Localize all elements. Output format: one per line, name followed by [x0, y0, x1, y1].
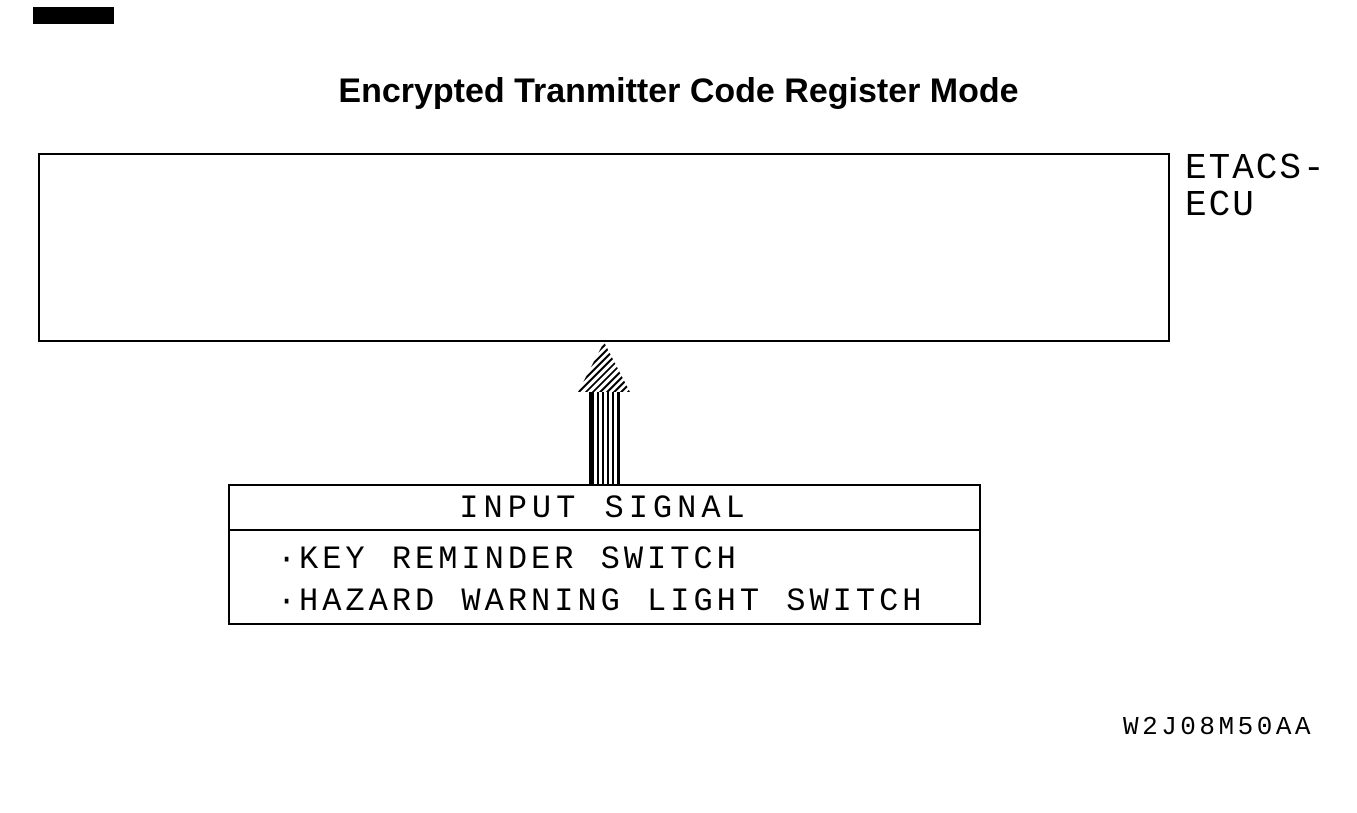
up-arrow-icon	[578, 342, 630, 392]
etacs-ecu-label-line2: ECU	[1185, 185, 1256, 226]
bullet-icon: ·	[277, 583, 301, 620]
list-item-label: KEY REMINDER SWITCH	[299, 541, 740, 578]
list-item: · HAZARD WARNING LIGHT SWITCH	[277, 581, 979, 623]
etacs-ecu-label: ETACS- ECU	[1185, 150, 1327, 224]
input-signal-item-list: · KEY REMINDER SWITCH · HAZARD WARNING L…	[230, 531, 979, 623]
list-item: · KEY REMINDER SWITCH	[277, 539, 979, 581]
figure-code: W2J08M50AA	[1123, 712, 1315, 742]
list-item-label: HAZARD WARNING LIGHT SWITCH	[299, 583, 926, 620]
up-arrow-shaft	[589, 391, 620, 484]
etacs-ecu-label-line1: ETACS-	[1185, 148, 1327, 189]
bullet-icon: ·	[277, 541, 301, 578]
scan-artifact-bar	[33, 7, 114, 24]
input-signal-header: INPUT SIGNAL	[230, 486, 979, 531]
etacs-ecu-box	[38, 153, 1170, 342]
input-signal-box: INPUT SIGNAL · KEY REMINDER SWITCH · HAZ…	[228, 484, 981, 625]
page-title: Encrypted Tranmitter Code Register Mode	[338, 72, 1019, 110]
